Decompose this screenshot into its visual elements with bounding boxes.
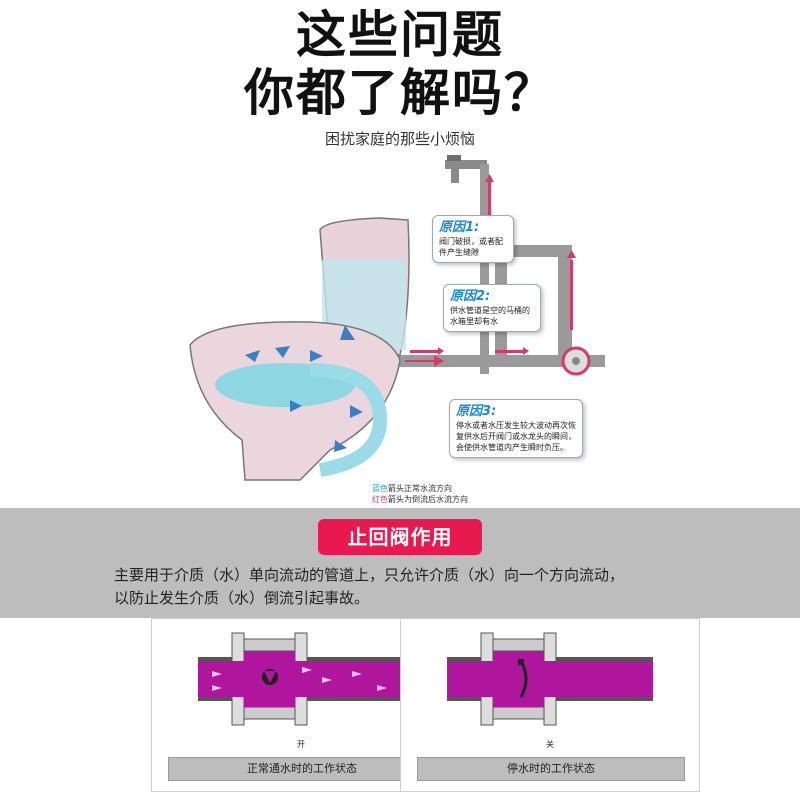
- valve-closed-mark: 关: [546, 740, 554, 749]
- valve-wheel-icon: [561, 346, 591, 376]
- headline-line1: 这些问题: [296, 6, 504, 64]
- legend-red-word: 红色: [372, 495, 388, 504]
- toilet-backflow-illustration: [189, 155, 605, 481]
- legend-red: 红色箭头为倒流后水流方向: [372, 494, 468, 505]
- panel-open-label: 正常通水时的工作状态: [168, 757, 436, 781]
- callout-reason-1-text: 阀门破损，或者配件产生缝隙: [439, 237, 503, 257]
- panel-closed-state: 关 停水时的工作状态: [400, 618, 700, 792]
- valve-open-mark: 开: [297, 740, 305, 749]
- valve-closed-diagram: [447, 632, 653, 726]
- callout-reason-3: 原因3: 停水或者水压发生较大波动再次恢复供水后开阀门或水龙头的瞬间，会使供水管…: [449, 399, 583, 458]
- description-line2: 以防止发生介质（水）倒流引起事故。: [114, 589, 370, 607]
- callout-reason-2-title: 原因2:: [450, 289, 491, 304]
- supply-pipe-bottom: [390, 355, 605, 367]
- callout-reason-1-title: 原因1:: [439, 220, 480, 235]
- legend-red-text: 箭头为倒流后水流方向: [388, 495, 468, 504]
- legend-blue: 蓝色箭头正常水流方向: [372, 483, 452, 494]
- faucet-icon: [445, 155, 489, 374]
- description-line1: 主要用于介质（水）单向流动的管道上，只允许介质（水）向一个方向流动，: [114, 566, 625, 584]
- legend-blue-text: 箭头正常水流方向: [388, 484, 452, 493]
- callout-reason-2-text: 供水管道是空的马桶的水箱里却有水: [450, 306, 530, 326]
- callout-reason-3-title: 原因3:: [456, 404, 497, 419]
- supply-pipe-right: [558, 245, 572, 365]
- headline-subtitle: 困扰家庭的那些小烦恼: [324, 130, 475, 148]
- supply-pipe-top: [495, 245, 572, 257]
- legend-blue-word: 蓝色: [372, 484, 388, 493]
- callout-reason-2: 原因2: 供水管道是空的马桶的水箱里却有水: [443, 284, 541, 332]
- check-valve-badge: 止回阀作用: [318, 519, 482, 555]
- normal-flow-arrows: [245, 325, 363, 452]
- panel-closed-label: 停水时的工作状态: [417, 757, 685, 781]
- headline-line2: 你都了解吗？: [244, 64, 556, 122]
- callout-reason-1: 原因1: 阀门破损，或者配件产生缝隙: [432, 215, 514, 263]
- valve-open-diagram: [198, 632, 404, 726]
- callout-reason-3-text: 停水或者水压发生较大波动再次恢复供水后开阀门或水龙头的瞬间，会使供水管道内产生瞬…: [456, 421, 576, 452]
